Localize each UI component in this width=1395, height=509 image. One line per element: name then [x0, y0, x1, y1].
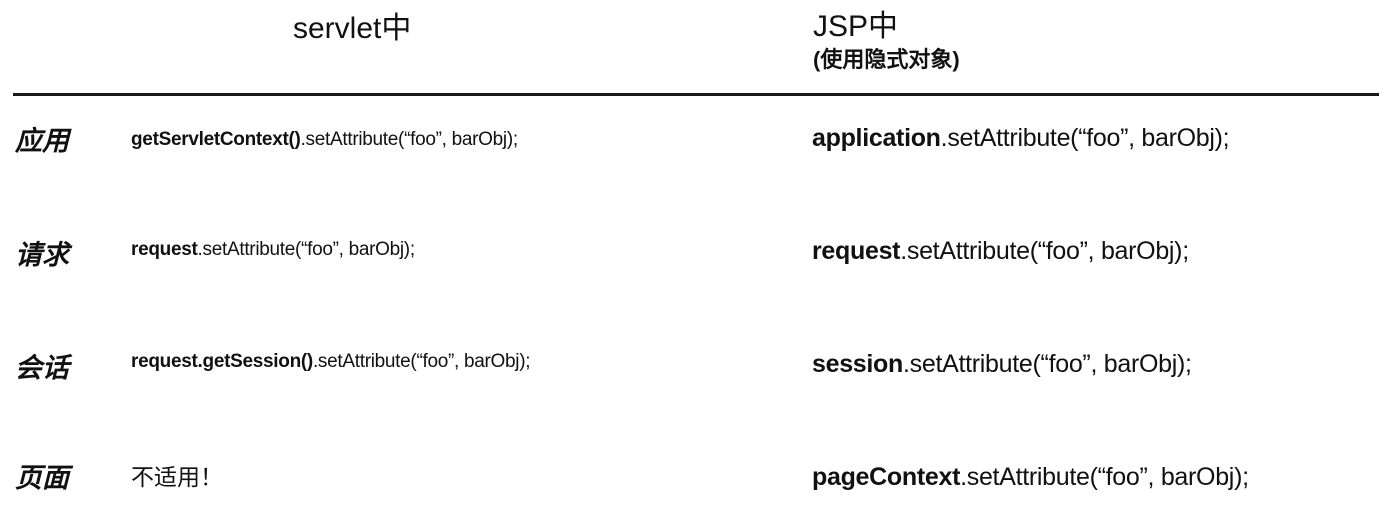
jsp-object: application: [812, 124, 941, 152]
jsp-call: .setAttribute(“foo”, barObj);: [940, 124, 1230, 152]
servlet-call: .setAttribute(“foo”, barObj);: [197, 239, 416, 260]
jsp-code-request: request.setAttribute(“foo”, barObj);: [812, 235, 1189, 267]
servlet-call: .setAttribute(“foo”, barObj);: [300, 129, 519, 150]
jsp-object: pageContext: [812, 463, 961, 491]
servlet-code-application: getServletContext().setAttribute(“foo”, …: [131, 127, 518, 153]
jsp-object: session: [812, 350, 904, 378]
jsp-call: .setAttribute(“foo”, barObj);: [900, 237, 1189, 265]
jsp-object: request: [812, 237, 901, 265]
servlet-object: request: [131, 239, 198, 260]
jsp-call: .setAttribute(“foo”, barObj);: [903, 350, 1192, 378]
servlet-column-header: servlet中: [293, 12, 412, 45]
jsp-column-header: JSP中 (使用隐式对象): [813, 8, 960, 74]
jsp-call: .setAttribute(“foo”, barObj);: [960, 463, 1249, 491]
servlet-object: request.getSession(): [131, 351, 313, 372]
jsp-code-session: session.setAttribute(“foo”, barObj);: [812, 348, 1192, 380]
jsp-column-subtitle: (使用隐式对象): [813, 47, 960, 72]
servlet-code-request: request.setAttribute(“foo”, barObj);: [131, 237, 415, 263]
servlet-not-applicable: 不适用！: [131, 464, 223, 490]
row-label-session: 会话: [15, 353, 69, 383]
servlet-code-session: request.getSession().setAttribute(“foo”,…: [131, 349, 531, 375]
row-label-page: 页面: [15, 463, 69, 493]
servlet-object: getServletContext(): [131, 129, 301, 150]
row-label-application: 应用: [15, 126, 69, 156]
header-divider: [13, 93, 1379, 96]
jsp-code-page: pageContext.setAttribute(“foo”, barObj);: [812, 461, 1249, 493]
jsp-column-title: JSP中: [813, 10, 899, 43]
row-label-request: 请求: [15, 240, 69, 270]
jsp-code-application: application.setAttribute(“foo”, barObj);: [812, 122, 1230, 154]
servlet-call: .setAttribute(“foo”, barObj);: [312, 351, 531, 372]
